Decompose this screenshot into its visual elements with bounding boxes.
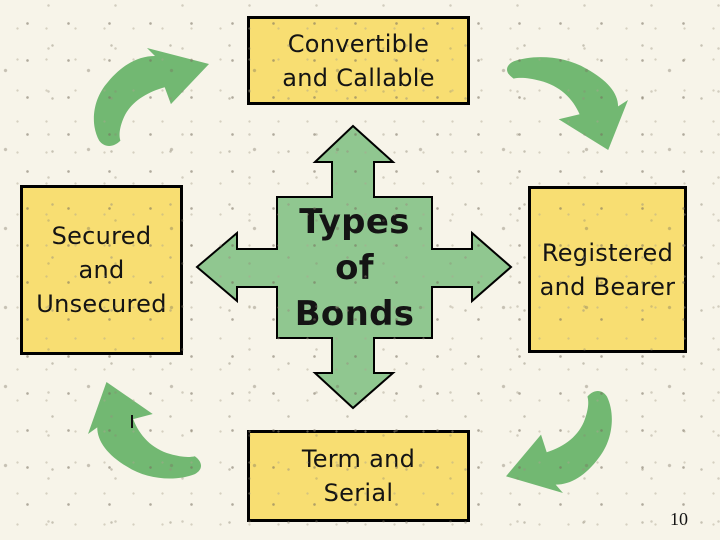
box-label-line: Term and xyxy=(301,445,416,473)
box-label-line: Registered xyxy=(541,238,674,267)
center-title-line: Bonds xyxy=(294,293,415,334)
box-label-line: Unsecured xyxy=(36,290,167,318)
page-number: 10 xyxy=(670,509,688,529)
box-term-serial: Term and Serial xyxy=(247,430,470,522)
center-title-line: Types xyxy=(299,201,410,242)
center-title: Types of Bonds xyxy=(277,197,432,338)
box-secured-unsecured: Secured and Unsecured xyxy=(20,185,183,355)
box-convertible-callable: Convertible and Callable xyxy=(247,16,470,105)
stray-cursor-mark xyxy=(131,415,133,428)
box-label-line: and xyxy=(78,256,125,284)
box-label-line: and Bearer xyxy=(539,272,676,301)
box-label-line: Convertible xyxy=(287,29,430,58)
box-label-line: Serial xyxy=(323,479,394,507)
box-label-line: Secured xyxy=(51,222,152,250)
box-label-line: and Callable xyxy=(282,63,435,92)
center-title-line: of xyxy=(335,247,374,288)
box-registered-bearer: Registered and Bearer xyxy=(528,186,687,353)
